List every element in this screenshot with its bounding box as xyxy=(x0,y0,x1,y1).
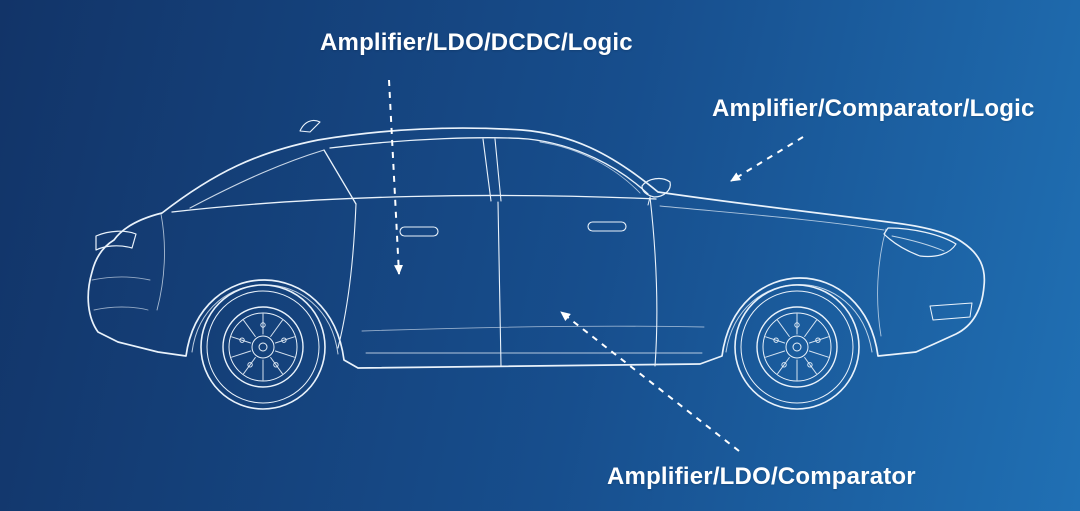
arrow-amplifier-ldo-comparator xyxy=(560,311,740,452)
arrow-amplifier-ldo-dcdc-logic xyxy=(388,79,404,275)
annotation-arrows xyxy=(388,79,804,452)
car-body-group xyxy=(87,119,986,410)
front-wheel xyxy=(734,284,860,410)
annotation-label-amplifier-ldo-dcdc-logic: Amplifier/LDO/DCDC/Logic xyxy=(320,29,633,56)
annotation-label-amplifier-ldo-comparator: Amplifier/LDO/Comparator xyxy=(607,463,916,490)
annotation-label-amplifier-comparator-logic: Amplifier/Comparator/Logic xyxy=(712,95,1035,122)
arrow-amplifier-comparator-logic xyxy=(730,136,804,182)
rear-wheel xyxy=(200,284,326,410)
